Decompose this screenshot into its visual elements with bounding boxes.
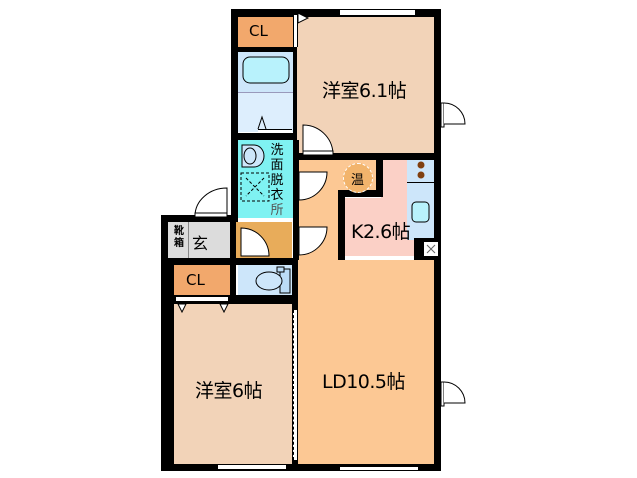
sink-icon (411, 201, 430, 223)
wall (338, 190, 345, 260)
window (218, 464, 286, 470)
closet-door (293, 15, 298, 47)
washroom-label: 洗 面 脱 衣 所 (269, 143, 285, 218)
washroom-char: 洗 (270, 143, 284, 158)
western-room-2-label: 洋室6帖 (195, 380, 263, 402)
washing-machine-icon (240, 172, 270, 202)
door-swing-icon (194, 187, 228, 218)
wall (434, 9, 441, 269)
wall (338, 190, 383, 197)
washroom-char: 所 (270, 203, 284, 218)
kitchen-label: K2.6帖 (351, 221, 411, 243)
door-swing-icon (240, 227, 270, 257)
western-room-2 (174, 304, 294, 464)
entrance-divider (188, 222, 189, 258)
shoe-box-label: 靴 箱 (172, 226, 186, 250)
shoe-box-char: 箱 (174, 238, 184, 249)
closet-door-marker-icon (219, 303, 229, 314)
door-swing-icon (440, 381, 466, 407)
wall (161, 464, 441, 471)
door-swing-icon (440, 102, 466, 128)
wall (161, 215, 238, 222)
kitchen (344, 198, 414, 256)
bath-door-marker-icon (257, 115, 267, 130)
wall (168, 258, 174, 468)
counter-divider (407, 182, 434, 183)
closet-door-marker-icon (297, 12, 310, 24)
toilet-icon (255, 266, 291, 294)
bathroom-floor (238, 92, 293, 132)
shoe-box-char: 靴 (174, 226, 184, 237)
living-dining-label: LD10.5帖 (322, 371, 406, 393)
water-heater-label: 温 (351, 173, 365, 188)
door-swing-icon (302, 124, 334, 156)
bath-door (258, 129, 292, 134)
wall (293, 153, 434, 160)
washroom-char: 衣 (270, 188, 284, 203)
wall (238, 47, 293, 52)
wall (161, 215, 168, 471)
closet-2-label: CL (186, 271, 205, 289)
washbasin-icon (241, 144, 265, 168)
closet-door-marker-icon (177, 303, 187, 314)
window (340, 466, 418, 471)
wall (434, 260, 441, 471)
wall (231, 9, 238, 222)
wall (293, 17, 297, 157)
entrance-label: 玄 (192, 234, 209, 253)
wall (231, 9, 441, 17)
wall (238, 133, 293, 140)
wall (376, 160, 383, 197)
window (340, 9, 415, 16)
living-dining (298, 260, 434, 466)
wall (168, 295, 298, 304)
stove-burner-icon (417, 161, 425, 179)
western-room-1-label: 洋室6.1帖 (322, 80, 407, 102)
closet-door (176, 296, 228, 302)
sliding-door (293, 310, 298, 460)
entrance (168, 222, 234, 258)
closet-1-label: CL (249, 22, 268, 40)
bathtub-icon (242, 56, 290, 84)
wall (161, 258, 298, 265)
ventilation-icon (424, 242, 438, 256)
water-heater (343, 163, 373, 193)
closet-2 (174, 265, 230, 295)
closet-1 (238, 17, 293, 47)
door-swing-icon (298, 171, 328, 201)
washroom-char: 脱 (270, 173, 284, 188)
door-swing-icon (298, 226, 328, 256)
wall (293, 140, 299, 260)
washroom-char: 面 (270, 158, 284, 173)
